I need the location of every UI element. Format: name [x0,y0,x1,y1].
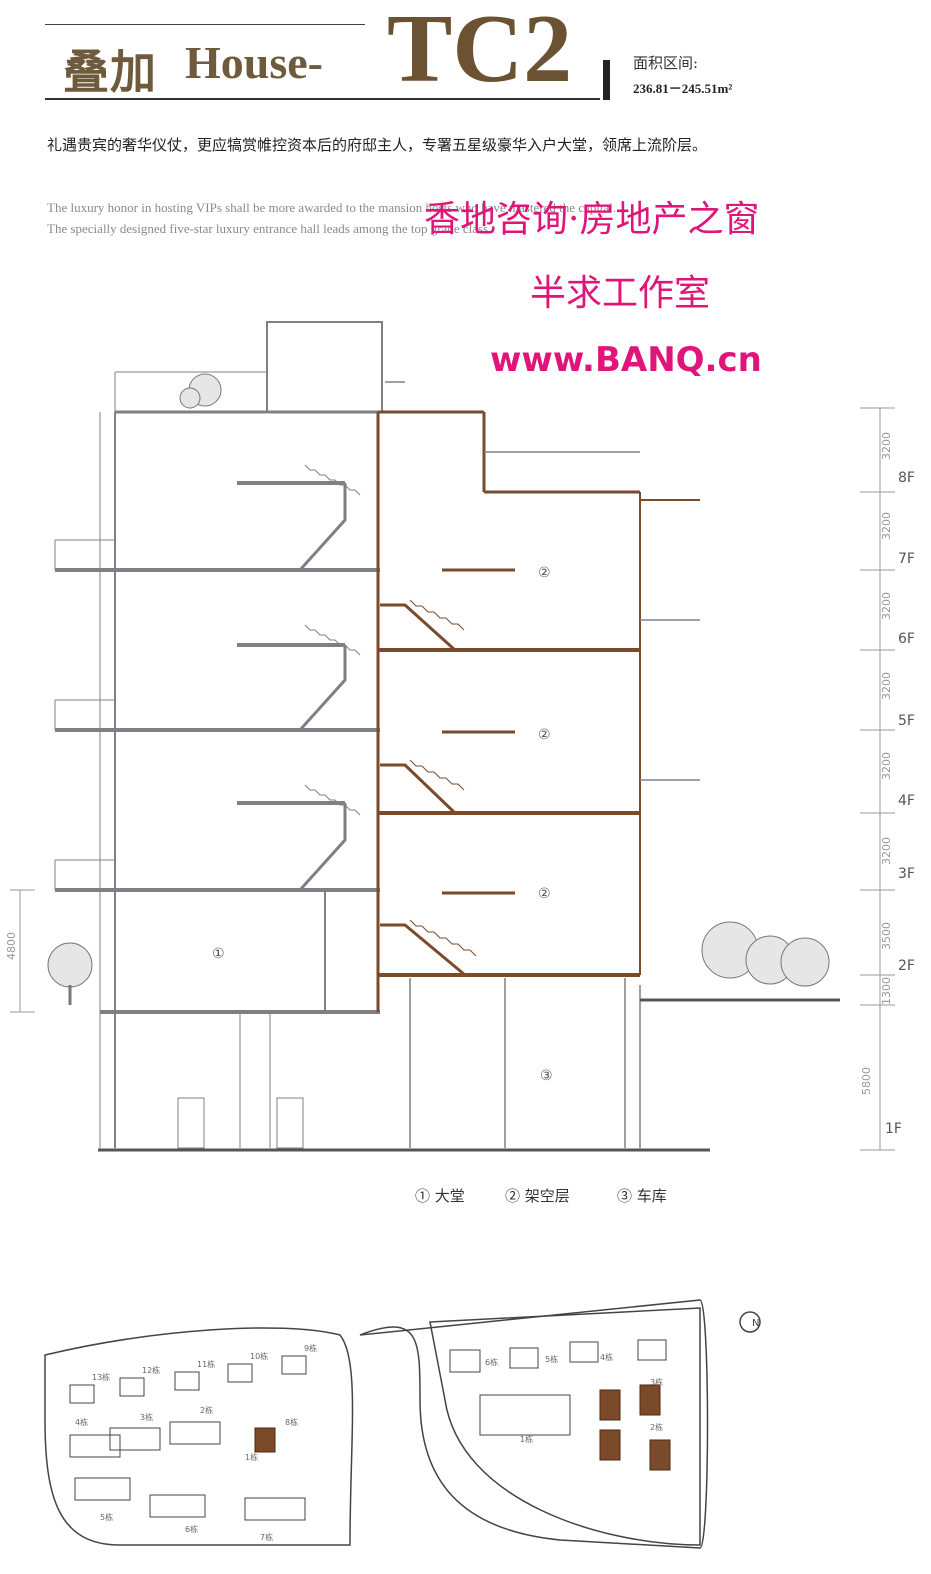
dim-label: 3200 [880,672,893,700]
site-label: 8栋 [285,1417,298,1427]
site-label: 3栋 [650,1377,663,1387]
site-plan [44,1299,761,1549]
right-building [376,410,700,1012]
right-building-lower [385,381,840,1148]
site-label: 1栋 [520,1434,533,1444]
dim-label: 3500 [880,922,893,950]
watermark-line3: www.BANQ.cn [490,340,762,380]
site-buildings-highlight [254,1384,671,1471]
title-en: House- [185,37,323,88]
title-rule-top [45,24,365,25]
site-label: 5栋 [545,1354,558,1364]
site-label: 2栋 [650,1422,663,1432]
dim-label: 3200 [880,752,893,780]
north-arrow: N [752,1318,759,1329]
dimension-lines [10,407,895,1151]
dim-label: 5800 [860,1067,873,1095]
floor-label: 2F [898,958,915,974]
legend-item-stilt-floor: ② 架空层 [505,1187,570,1205]
title-cn: 叠加 [63,45,157,99]
room-markers: ② ② ② ① ③ [212,565,553,1084]
floor-label: 1F [885,1121,902,1137]
intro-text-en: The luxury honor in hosting VIPs shall b… [47,197,767,239]
site-label: 1栋 [245,1452,258,1462]
left-building [54,321,710,1152]
title-bar [603,60,610,100]
area-value: 236.81－245.51m² [633,81,733,96]
site-label: 11栋 [197,1359,215,1369]
title-code: TC2 [387,0,573,103]
dim-label: 3200 [880,592,893,620]
room-marker: ② [538,565,551,581]
site-label: 7栋 [260,1532,273,1542]
trees [47,373,830,1005]
intro-text-cn: 礼遇贵宾的奢华仪仗，更应犒赏帷控资本后的府邸主人，专署五星级豪华入户大堂，领席上… [47,136,708,154]
dim-label: 3200 [880,512,893,540]
dimension-labels: 3200 3200 3200 3200 3200 3200 3500 1300 … [5,432,893,1095]
area-label: 面积区间: [633,54,699,72]
room-marker: ① [212,946,225,962]
stairs-right [409,599,477,957]
floor-label: 6F [898,631,915,647]
site-label: 6栋 [185,1524,198,1534]
legend-item-lobby: ① 大堂 [415,1187,465,1205]
floor-label: 7F [898,551,915,567]
floor-label: 4F [898,793,915,809]
site-labels: 13栋 12栋 11栋 10栋 9栋 8栋 4栋 3栋 2栋 1栋 5栋 6栋 … [75,1343,663,1542]
watermark-line1: 香地咨询·房地产之窗 [424,199,760,240]
floor-label: 5F [898,713,915,729]
intro-en-line2: The specially designed five-star luxury … [47,221,492,236]
site-label: 9栋 [304,1343,317,1353]
site-label: 12栋 [142,1365,160,1375]
site-label: 13栋 [92,1372,110,1382]
stairs-left [304,464,361,816]
site-label: 5栋 [100,1512,113,1522]
dim-label: 4800 [5,932,18,960]
site-label: 10栋 [250,1351,268,1361]
site-label: 3栋 [140,1412,153,1422]
watermark-line2: 半求工作室 [530,273,711,314]
floor-label: 3F [898,866,915,882]
floor-label: 8F [898,470,915,486]
page-header: 叠加 House- TC2 面积区间: 236.81－245.51m² [45,0,775,110]
room-marker: ② [538,727,551,743]
floor-labels: 8F 7F 6F 5F 4F 3F 2F 1F [885,470,915,1137]
room-marker: ② [538,886,551,902]
site-buildings [69,1339,667,1521]
site-label: 4栋 [75,1417,88,1427]
dim-label: 1300 [880,977,893,1005]
legend-item-garage: ③ 车库 [617,1187,667,1205]
room-marker: ③ [540,1068,553,1084]
intro-en-line1: The luxury honor in hosting VIPs shall b… [47,200,617,215]
title-rule [45,98,600,100]
dim-label: 3200 [880,837,893,865]
dim-label: 3200 [880,432,893,460]
site-label: 4栋 [600,1352,613,1362]
site-label: 6栋 [485,1357,498,1367]
site-label: 2栋 [200,1405,213,1415]
